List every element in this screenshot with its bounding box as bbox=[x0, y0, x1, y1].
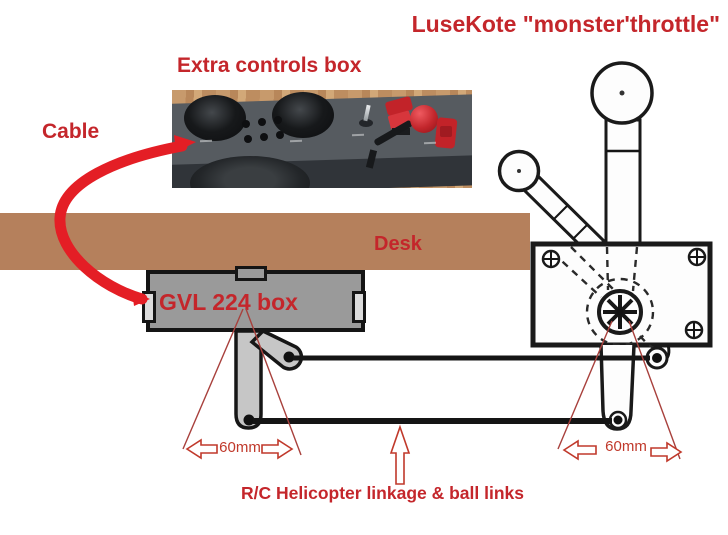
push-button bbox=[244, 135, 252, 143]
push-button bbox=[274, 116, 282, 124]
toggle-switch-base bbox=[359, 119, 373, 127]
ball-center-mark bbox=[619, 90, 625, 96]
tilted-lever-ball bbox=[497, 149, 541, 193]
dimension-label-right: 60mm bbox=[605, 438, 647, 455]
hidden-link-line bbox=[639, 335, 661, 351]
desk-label: Desk bbox=[374, 233, 422, 255]
corner-screw bbox=[541, 249, 561, 269]
gvl-connector-left bbox=[142, 291, 156, 323]
hidden-lever-line bbox=[631, 246, 639, 292]
ball-link bbox=[645, 346, 669, 370]
hidden-lever-line bbox=[605, 246, 610, 291]
tilted-lever-shaft bbox=[521, 173, 607, 258]
dim-arrow-left-icon bbox=[562, 439, 597, 461]
lever-joint-line bbox=[572, 224, 588, 240]
gvl-mount-tab bbox=[235, 266, 267, 281]
dim-arrow-left-icon bbox=[185, 438, 218, 460]
throttle-mount-plate bbox=[530, 241, 713, 348]
ball-link-ball bbox=[613, 415, 623, 425]
gvl-224-box: GVL 224 box bbox=[142, 266, 366, 332]
dimension-label-left: 60mm bbox=[219, 439, 261, 456]
dim-arrow-right-icon bbox=[261, 438, 294, 460]
tall-lever-shaft bbox=[604, 118, 642, 248]
annotation-line bbox=[557, 320, 613, 450]
corner-screw bbox=[687, 247, 707, 267]
diagram-title: LuseKote "monster'throttle" bbox=[411, 11, 720, 37]
cable-label: Cable bbox=[42, 120, 100, 143]
panel-marking bbox=[423, 141, 437, 145]
pointer-arrow-up-icon bbox=[389, 424, 411, 485]
lever-joint-line bbox=[553, 204, 569, 220]
gvl-connector-right bbox=[352, 291, 366, 323]
ball-link-ball bbox=[243, 414, 255, 426]
extra-controls-box-photo bbox=[172, 90, 472, 188]
ball-center-mark bbox=[517, 169, 521, 173]
panel-marking bbox=[199, 139, 213, 143]
ball-link bbox=[608, 410, 628, 430]
push-button bbox=[242, 120, 250, 128]
desk-surface bbox=[0, 213, 530, 270]
push-button bbox=[258, 118, 266, 126]
throttle-crank-arm bbox=[599, 344, 636, 431]
corner-screw bbox=[684, 320, 704, 340]
extra-controls-label: Extra controls box bbox=[177, 54, 362, 77]
ball-link-ball bbox=[283, 351, 295, 363]
push-button bbox=[276, 131, 284, 139]
gvl-crank-arm bbox=[249, 328, 304, 371]
dim-arrow-right-icon bbox=[650, 441, 683, 463]
link-hook bbox=[663, 344, 671, 363]
tall-lever-ball bbox=[590, 61, 654, 125]
right-hat-switch bbox=[272, 92, 334, 138]
gvl-box-label: GVL 224 box bbox=[159, 289, 298, 315]
gvl-long-arm bbox=[234, 329, 263, 430]
panel-marking bbox=[351, 133, 365, 137]
hidden-lever-line bbox=[552, 252, 602, 298]
push-button bbox=[260, 133, 268, 141]
lever-red-knob bbox=[410, 105, 438, 133]
hidden-hub-circle bbox=[585, 277, 655, 347]
red-switch-guard-inner bbox=[440, 126, 452, 137]
linkage-caption: R/C Helicopter linkage & ball links bbox=[241, 483, 524, 503]
pivot-hub bbox=[597, 289, 643, 335]
panel-marking bbox=[289, 139, 303, 143]
hidden-lever-line bbox=[570, 246, 615, 291]
left-hat-switch bbox=[184, 95, 246, 141]
ball-link-ball bbox=[652, 353, 662, 363]
